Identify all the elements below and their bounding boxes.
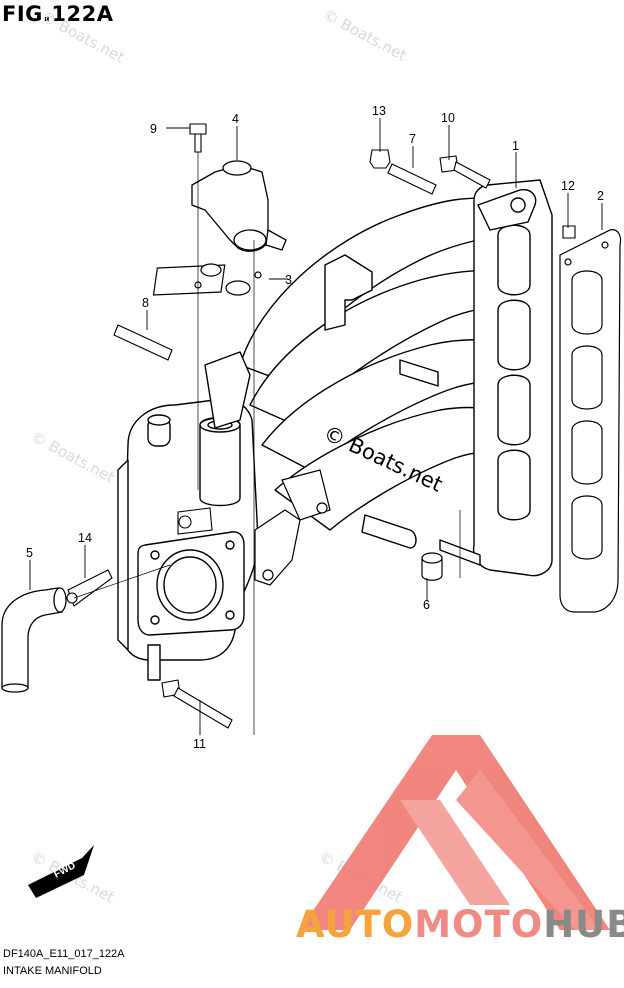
brand-part-moto: MOTO [414, 903, 544, 946]
callout-13: 13 [372, 104, 386, 118]
callout-6: 6 [423, 598, 430, 612]
brand-wordmark: AUTOMOTOHUB [296, 903, 624, 946]
figure-name: INTAKE MANIFOLD [3, 965, 102, 977]
hose-clip [66, 569, 113, 607]
callouts: 1 2 3 4 5 6 7 8 9 10 11 12 13 14 [26, 104, 604, 751]
manifold-gasket [559, 229, 622, 613]
iac-gasket [152, 263, 262, 296]
callout-1: 1 [512, 139, 519, 153]
leader-lines [29, 118, 603, 735]
callout-9: 9 [150, 122, 157, 136]
collar [421, 552, 443, 581]
callout-4: 4 [232, 112, 239, 126]
callout-2: 2 [597, 189, 604, 203]
callout-12: 12 [561, 179, 575, 193]
callout-7: 7 [409, 132, 416, 146]
watermark-top: © Boats.net [320, 6, 409, 65]
figure-title: FIG.122A [2, 2, 114, 26]
watermark-top-left: © Boats.net [38, 8, 127, 67]
callout-5: 5 [26, 546, 33, 560]
brand-logo [300, 735, 610, 930]
callout-14: 14 [78, 531, 92, 545]
brand-part-auto: AUTO [296, 903, 415, 946]
support-bracket [254, 469, 331, 586]
hose [1, 587, 67, 693]
callout-10: 10 [441, 111, 455, 125]
iac-valve [191, 160, 287, 252]
callout-3: 3 [285, 273, 292, 287]
callout-8: 8 [142, 296, 149, 310]
fasteners [113, 123, 576, 729]
callout-11: 11 [193, 737, 206, 751]
watermark-left: © Boats.net [28, 428, 117, 487]
manifold-body [117, 179, 553, 681]
brand-part-hub: HUB [543, 903, 624, 946]
figure-code: DF140A_E11_017_122A [3, 948, 125, 960]
